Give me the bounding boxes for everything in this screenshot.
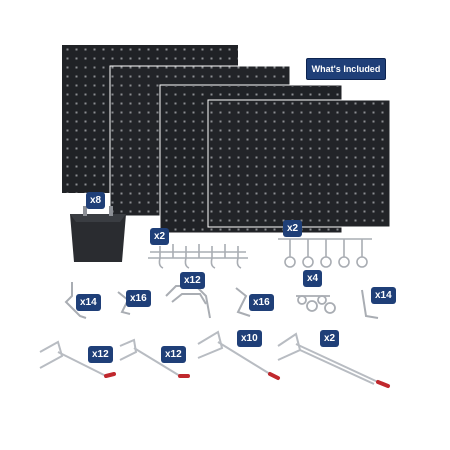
peg-hook-2 bbox=[119, 338, 190, 378]
peg-1-quantity-badge: x12 bbox=[88, 346, 113, 363]
loop-rack-right bbox=[278, 238, 372, 268]
double-hook-c bbox=[165, 285, 211, 319]
multi-prong-rack-left bbox=[148, 244, 248, 269]
hook-c-quantity-badge: x12 bbox=[180, 272, 205, 289]
peg-2-quantity-badge: x12 bbox=[161, 346, 186, 363]
rack-right-quantity-badge: x2 bbox=[283, 220, 303, 237]
clips-quantity-badge: x4 bbox=[303, 270, 323, 287]
hook-d-quantity-badge: x16 bbox=[249, 294, 274, 311]
hook-e-quantity-badge: x14 bbox=[371, 287, 396, 304]
j-hook-a bbox=[64, 282, 87, 319]
j-hook-e bbox=[361, 289, 379, 319]
hook-a-quantity-badge: x14 bbox=[76, 294, 101, 311]
peg-hook-1 bbox=[39, 340, 116, 378]
j-hook-b bbox=[117, 291, 131, 315]
spring-clips bbox=[296, 295, 336, 314]
bin-quantity-badge: x8 bbox=[86, 192, 106, 209]
peg-4-quantity-badge: x2 bbox=[320, 330, 340, 347]
hook-b-quantity-badge: x16 bbox=[126, 290, 151, 307]
j-hook-d bbox=[235, 287, 251, 317]
pegboard-panel-4 bbox=[207, 99, 391, 228]
rack-left-quantity-badge: x2 bbox=[150, 228, 170, 245]
peg-hook-4 bbox=[277, 332, 390, 388]
peg-hook-3 bbox=[197, 330, 280, 380]
peg-3-quantity-badge: x10 bbox=[237, 330, 262, 347]
whats-included-badge: What's Included bbox=[306, 58, 386, 80]
storage-bin bbox=[70, 206, 126, 262]
